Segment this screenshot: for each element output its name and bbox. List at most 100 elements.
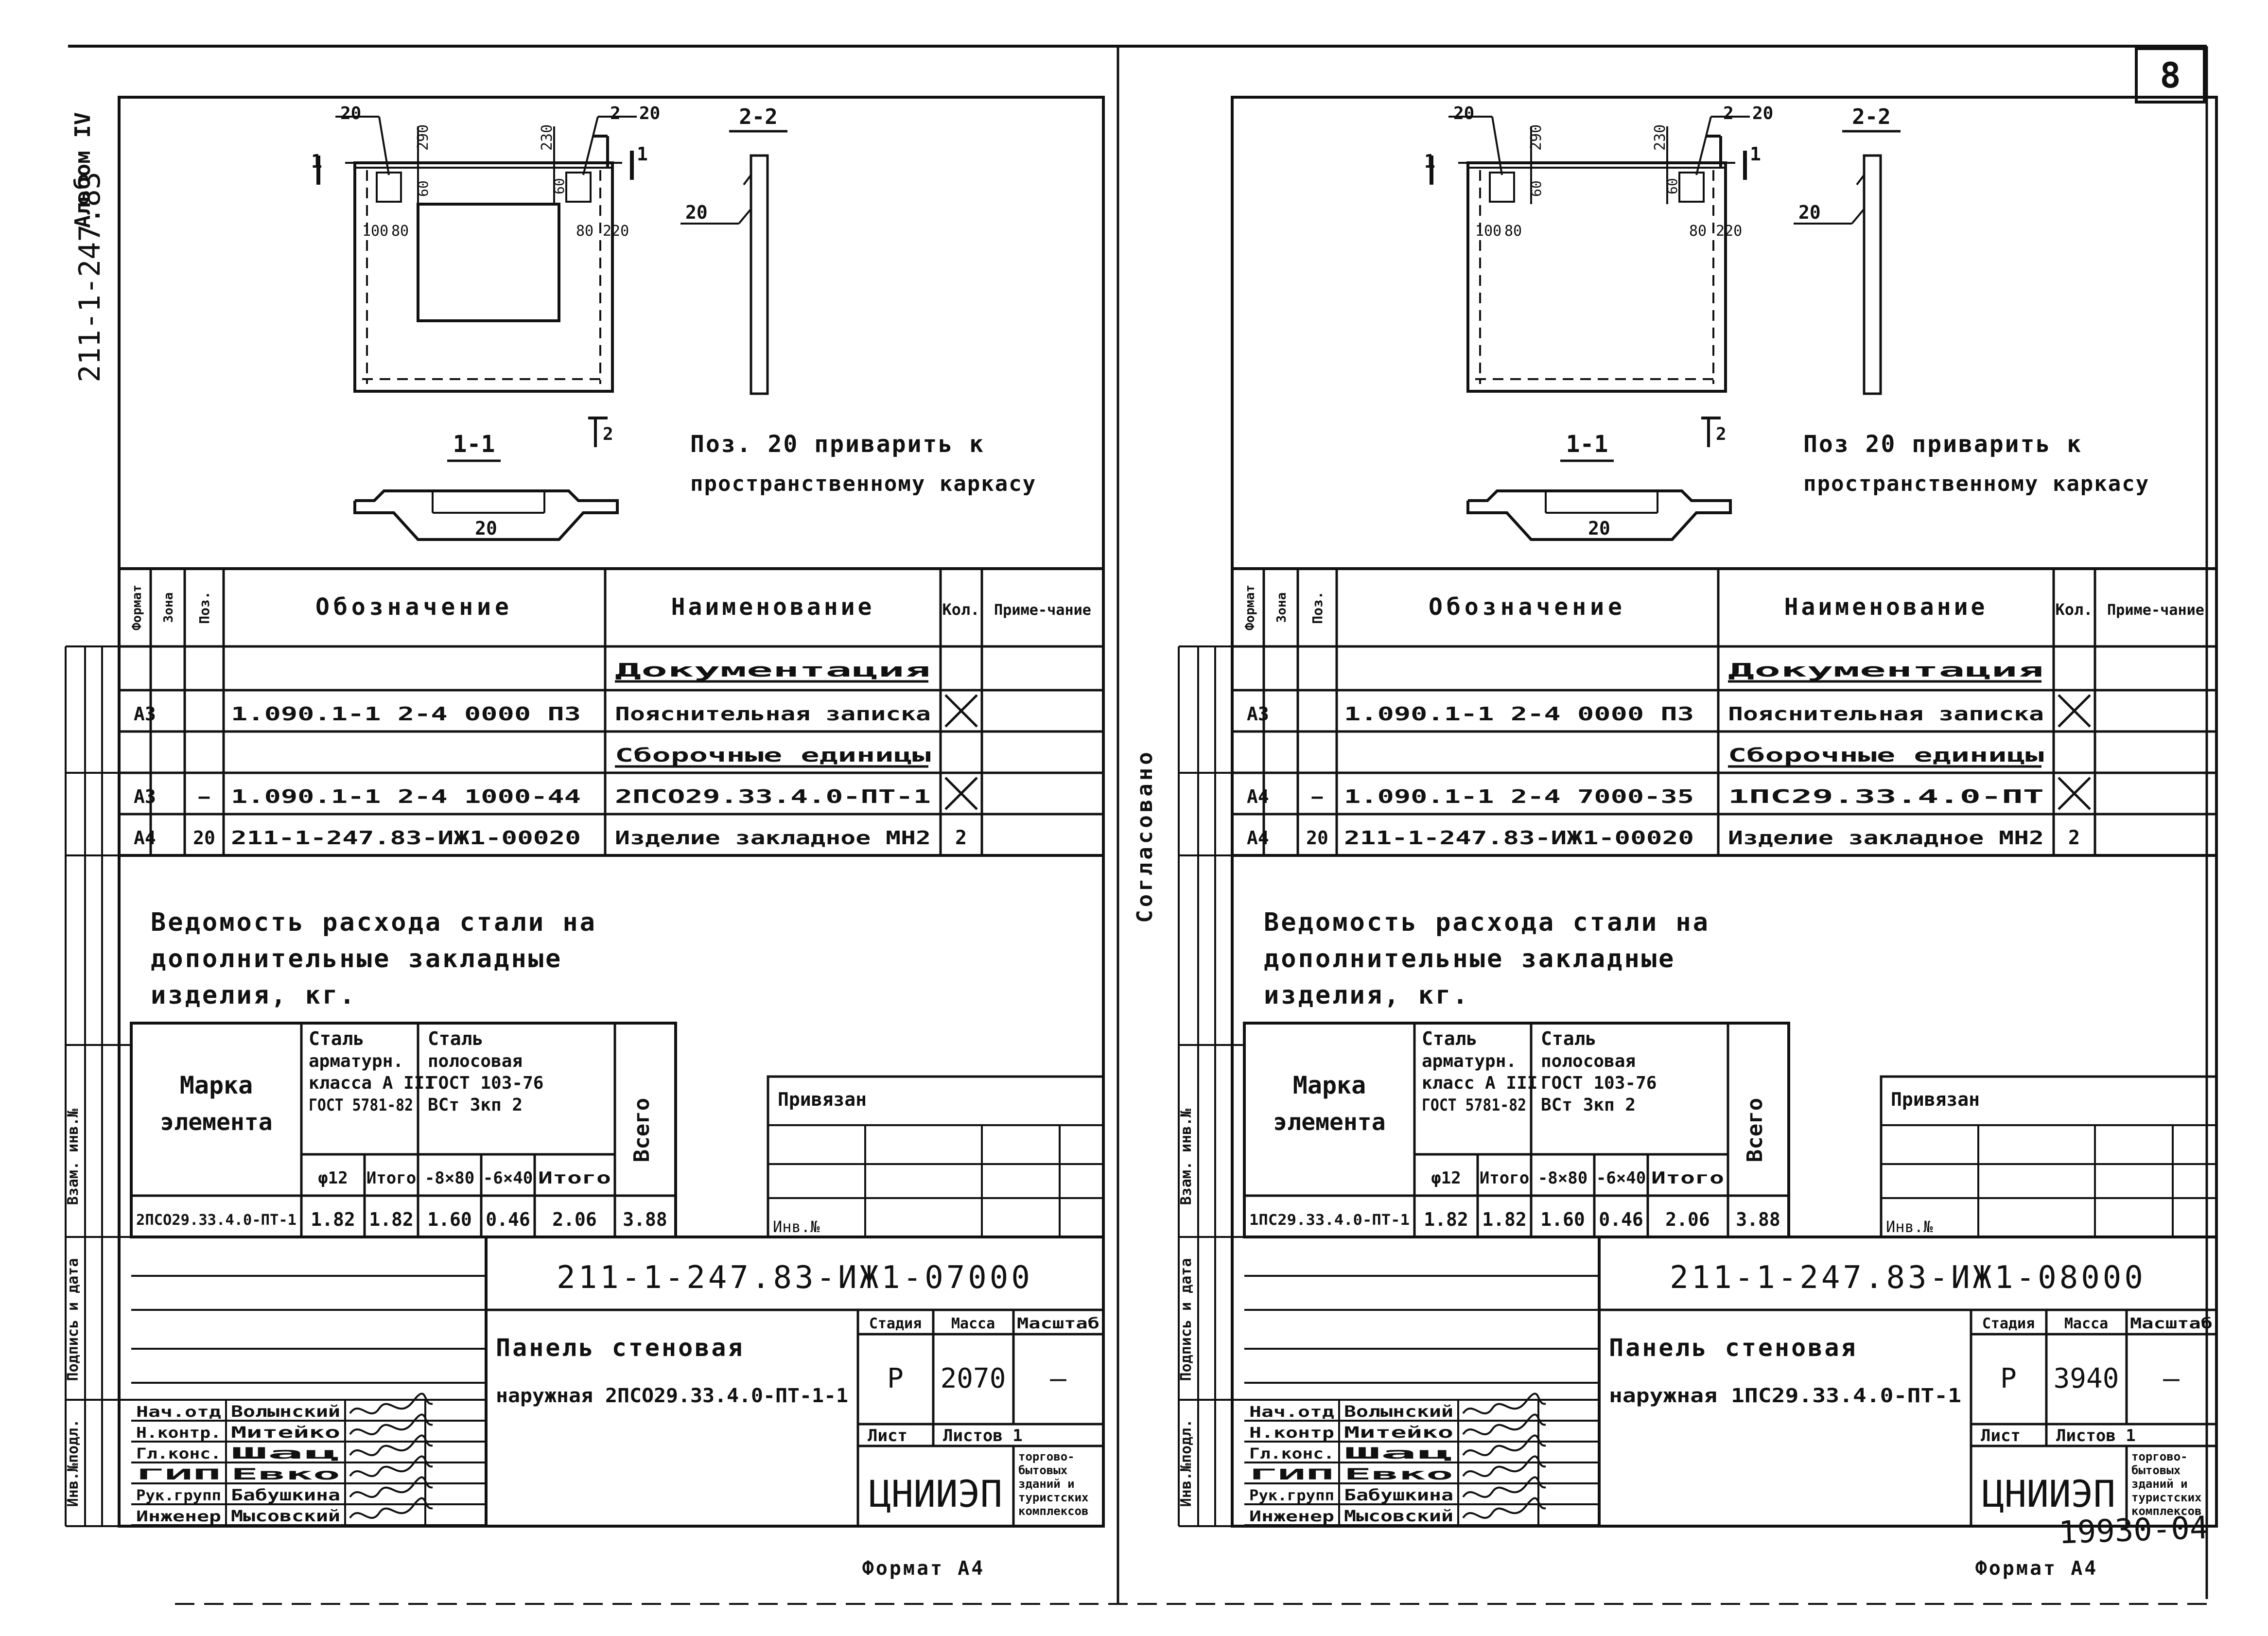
steel-subheader: Итого bbox=[366, 1168, 416, 1188]
drawing-note: Поз. 20 приварить к bbox=[690, 431, 985, 458]
column-header-zone: Зона bbox=[1274, 592, 1289, 623]
signature-scribble bbox=[349, 1497, 433, 1519]
steel-subheader: φ12 bbox=[318, 1168, 348, 1188]
stage-value: Р bbox=[2000, 1363, 2017, 1394]
document-title: наружная 1ПС29.33.4.0-ПТ-1 bbox=[1609, 1385, 1961, 1407]
signature-scribble bbox=[349, 1392, 433, 1414]
strip-label-signature: Подпись и дата bbox=[1178, 1258, 1195, 1381]
spec-cell-name: Изделие закладное МН2 bbox=[615, 827, 931, 849]
crossed-cell bbox=[944, 694, 978, 728]
steel-cell-value: 1.82 bbox=[1482, 1209, 1527, 1230]
dimension-label: 100 bbox=[362, 223, 388, 240]
section-label: 2 bbox=[610, 104, 621, 123]
steel-title: изделия, кг. bbox=[151, 981, 357, 1010]
leader-line bbox=[738, 208, 752, 225]
column-header-note: Приме-чание bbox=[2107, 602, 2204, 619]
profile-step bbox=[743, 174, 752, 186]
document-title: Панель стеновая bbox=[496, 1334, 745, 1362]
steel-group-header: арматурн. bbox=[1422, 1051, 1517, 1071]
stage-label: Стадия bbox=[1982, 1315, 2035, 1332]
steel-group-header: ГОСТ 103-76 bbox=[428, 1073, 543, 1093]
section-label: 1 bbox=[1750, 143, 1761, 165]
section-profile bbox=[353, 489, 619, 541]
scale-value: — bbox=[1050, 1363, 1066, 1394]
section-profile bbox=[750, 154, 769, 395]
steel-group-header: ГОСТ 5781-82 bbox=[309, 1096, 413, 1115]
steel-cell-value: 0.46 bbox=[486, 1209, 530, 1230]
steel-mark-header: элемента bbox=[160, 1109, 272, 1136]
organization-name: ЦНИИЭП bbox=[869, 1472, 1003, 1515]
steel-group-header: ГОСТ 5781-82 bbox=[1422, 1096, 1526, 1115]
section-label: 1 bbox=[311, 151, 322, 172]
strip-label-replacement: Взам. инв.№ bbox=[65, 1108, 82, 1205]
steel-mark-header: элемента bbox=[1273, 1109, 1385, 1136]
strip-label-inventory: Инв.№подл. bbox=[1178, 1419, 1195, 1507]
signature-scribble bbox=[1462, 1392, 1546, 1414]
column-header-quantity: Кол. bbox=[2055, 600, 2093, 619]
agreed-label: Согласовано bbox=[1133, 749, 1157, 922]
embedded-plate bbox=[376, 172, 402, 203]
leader-line bbox=[582, 116, 599, 175]
dimension-label: 20 bbox=[1453, 104, 1474, 123]
steel-group-header: Сталь bbox=[1422, 1028, 1477, 1049]
column-header-designation: Обозначение bbox=[315, 593, 513, 621]
spec-cell-format: А4 bbox=[134, 827, 156, 849]
spec-cell-designation: 211-1-247.83-ИЖ1-00020 bbox=[231, 827, 581, 849]
section-title: 2-2 bbox=[739, 104, 777, 129]
steel-cell-value: 2.06 bbox=[552, 1209, 597, 1230]
steel-title: дополнительные закладные bbox=[1264, 944, 1675, 974]
steel-cell-mark: 1ПС29.33.4.0-ПТ-1 bbox=[1249, 1212, 1410, 1229]
document-title: наружная 2ПСО29.33.4.0-ПТ-1-1 bbox=[496, 1385, 848, 1407]
steel-subheader: -6×40 bbox=[1596, 1168, 1646, 1188]
stage-value: Р bbox=[887, 1363, 904, 1394]
scale-value: — bbox=[2163, 1363, 2180, 1394]
mass-value: 3940 bbox=[2054, 1363, 2119, 1394]
organization-subtitle: зданий и bbox=[2131, 1477, 2188, 1491]
signature-role: Инженер bbox=[1249, 1508, 1334, 1525]
signature-role: Нач.отд bbox=[1249, 1404, 1334, 1421]
position-label: 20 bbox=[475, 518, 497, 539]
steel-subheader: -6×40 bbox=[483, 1168, 533, 1188]
steel-group-header: полосовая bbox=[1541, 1051, 1636, 1071]
dimension-label: 80 bbox=[1504, 223, 1522, 240]
column-header-position: Поз. bbox=[1309, 591, 1326, 624]
spec-cell-name: Пояснительная записка bbox=[615, 703, 931, 725]
album-label: Альбом IV bbox=[70, 112, 95, 228]
panel-outline bbox=[353, 161, 614, 393]
dimension-label: 80 bbox=[391, 223, 409, 240]
drawing-note: пространственному каркасу bbox=[1803, 471, 2149, 496]
steel-group-header: полосовая bbox=[428, 1051, 523, 1071]
steel-subheader: φ12 bbox=[1431, 1168, 1461, 1188]
signature-name: Бабушкина bbox=[231, 1486, 340, 1504]
organization-subtitle: торгово- bbox=[2131, 1450, 2188, 1463]
signature-name: Бабушкина bbox=[1344, 1486, 1453, 1504]
signature-name: Мысовский bbox=[231, 1507, 340, 1525]
mass-value: 2070 bbox=[941, 1363, 1006, 1394]
spec-cell-format: А3 bbox=[134, 786, 156, 807]
steel-group-header: арматурн. bbox=[309, 1051, 403, 1071]
document-code: 211-1-247.83-ИЖ1-07000 bbox=[557, 1260, 1033, 1296]
spec-cell-designation: 1.090.1-1 2-4 0000 ПЗ bbox=[231, 703, 581, 725]
signature-role: Нач.отд bbox=[136, 1404, 221, 1421]
signature-scribble bbox=[349, 1434, 433, 1456]
signature-name: Шац bbox=[1344, 1444, 1453, 1462]
column-header-name: Наименование bbox=[1784, 593, 1988, 621]
organization-subtitle: туристских bbox=[2131, 1491, 2202, 1504]
strip-label-signature: Подпись и дата bbox=[65, 1258, 82, 1381]
signature-role: Рук.групп bbox=[1249, 1487, 1334, 1504]
section-title: 1-1 bbox=[453, 431, 495, 458]
position-label: 20 bbox=[1798, 202, 1821, 223]
steel-subheader: Итого bbox=[1651, 1168, 1724, 1188]
organization-subtitle: зданий и bbox=[1018, 1477, 1075, 1491]
spec-cell-quantity: 2 bbox=[2068, 827, 2080, 849]
signature-role: ГИП bbox=[136, 1466, 221, 1483]
album-code: 211-1-247.83 bbox=[73, 172, 107, 382]
dimension-label: 230 bbox=[1652, 124, 1669, 151]
